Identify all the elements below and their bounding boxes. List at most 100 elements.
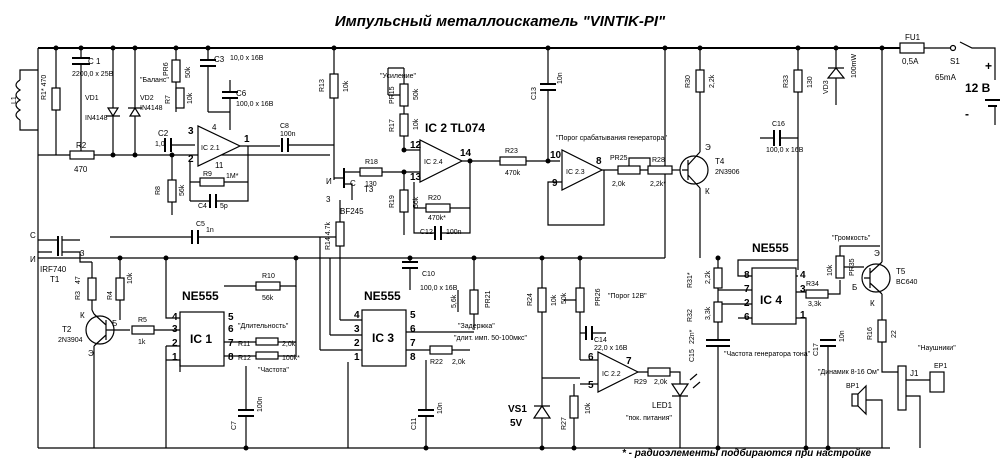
t3-source-label: C (350, 179, 356, 188)
ic4-pin3: 3 (800, 284, 806, 295)
label-ic2: IC 2 TL074 (425, 121, 485, 135)
label-c16: C16 (772, 121, 785, 128)
ic4-pin4: 4 (800, 270, 806, 281)
opamp-ic21 (197, 125, 242, 167)
led1-wires (672, 373, 701, 448)
led-led1 (670, 383, 690, 398)
r3-r4-wires (91, 258, 121, 320)
value-pr21: 5,6k (451, 294, 458, 308)
c6-wire (208, 80, 231, 130)
label-ep1: EP1 (934, 363, 947, 370)
junction-dot (662, 45, 668, 51)
label-chastota-gen-tona: "Частота генератора тона" (724, 351, 811, 358)
resistor-r16 (877, 319, 887, 343)
junction-dot (539, 445, 545, 451)
label-ne555-ic3: NE555 (364, 289, 401, 303)
t1-pin3: 3 (80, 249, 85, 258)
junction-dot (205, 45, 211, 51)
junction-dot (571, 445, 577, 451)
label-t2: T2 (62, 325, 72, 334)
junction-dot (401, 169, 407, 175)
label-c15: C15 (689, 349, 696, 362)
junction-dot (117, 255, 123, 261)
ic3-pin4: 4 (354, 310, 360, 321)
coil-leads (19, 69, 38, 131)
t2-leads (91, 309, 130, 448)
resistor-r31 (713, 267, 723, 289)
label-r34: R34 (806, 281, 819, 288)
label-r23: R23 (505, 148, 518, 155)
label-c6: C6 (236, 89, 247, 98)
value-r19: 56k (413, 196, 420, 208)
chip-ic1 (179, 311, 225, 367)
label-led1: LED1 (652, 401, 673, 410)
label-r29: R29 (634, 379, 647, 386)
zener-vd3 (826, 67, 846, 79)
ic3-pin5: 5 (410, 310, 416, 321)
label-r3: R3 (75, 291, 82, 300)
value-pr26: 50k (561, 292, 568, 304)
ic4-pin1: 1 (800, 310, 806, 321)
vd3-wire (828, 48, 844, 105)
label-r14: R14 4.7k (325, 221, 332, 250)
junction-dot (132, 152, 138, 158)
cap-c14 (585, 326, 593, 340)
minus-sign: - (965, 107, 969, 121)
label-ic3: IC 3 (372, 331, 394, 345)
label-r16: R16 (867, 327, 874, 340)
value-r31: 2,2k (705, 270, 712, 284)
label-zaderzhka-desc: "длит. имп. 50-100мкс" (454, 335, 528, 342)
value-c5: 1n (206, 227, 214, 234)
type-t5: BC640 (896, 279, 918, 286)
ic23-wires (547, 169, 618, 226)
value-r20: 470k* (428, 215, 446, 222)
zener-vs1 (532, 404, 552, 419)
ic23-pin10: 10 (550, 150, 562, 161)
label-t3: T3 (364, 185, 374, 194)
junction-dot (173, 45, 179, 51)
type-vd1: IN4148 (85, 115, 108, 122)
junction-dot (53, 45, 59, 51)
value-vd3: 100mW (851, 53, 858, 78)
label-r27: R27 (561, 417, 568, 430)
label-pr25: PR25 (610, 155, 628, 162)
value-c16: 100,0 x 16В (766, 147, 804, 154)
junction-dot (545, 158, 551, 164)
resistor-r30 (695, 69, 705, 93)
junction-dot (467, 158, 473, 164)
value-pr6: 50k (185, 66, 192, 78)
junction-dot (697, 45, 703, 51)
t1-source: И (30, 255, 36, 264)
t2-base: Б (112, 319, 117, 328)
value-c7: 100n (257, 396, 264, 412)
label-vd3: VD3 (823, 80, 830, 94)
trimmer-pr25 (617, 165, 641, 175)
ic1-pin2: 2 (172, 338, 178, 349)
chip-ic3 (361, 309, 407, 367)
label-vs1: VS1 (508, 404, 527, 415)
value-pr35: 10k (827, 264, 834, 276)
t1-leads (38, 236, 92, 263)
speaker-wire (866, 399, 883, 448)
ic4-wires (718, 259, 807, 448)
label-usilenie: "Усиление" (380, 73, 417, 80)
junction-dot (423, 445, 429, 451)
value-r8: 56k (179, 184, 186, 196)
ic1-pin5: 5 (228, 312, 234, 323)
headphones-ep1 (929, 371, 945, 393)
ic3-pin3: 3 (354, 324, 360, 335)
cap-c15 (706, 339, 730, 347)
vd1-wire (106, 48, 120, 155)
junction-dot (110, 152, 116, 158)
t3-pin3: 3 (326, 195, 331, 204)
resistor-r27 (569, 395, 579, 419)
label-r28: R28 (652, 157, 665, 164)
resistor-r4 (115, 277, 125, 301)
ic3-pin1: 1 (354, 352, 360, 363)
label-c8: C8 (280, 123, 289, 130)
cap-c10 (402, 261, 418, 269)
junction-dot (539, 255, 545, 261)
label-r18: R18 (365, 159, 378, 166)
junction-dot (169, 152, 175, 158)
r16-wire (881, 342, 898, 373)
